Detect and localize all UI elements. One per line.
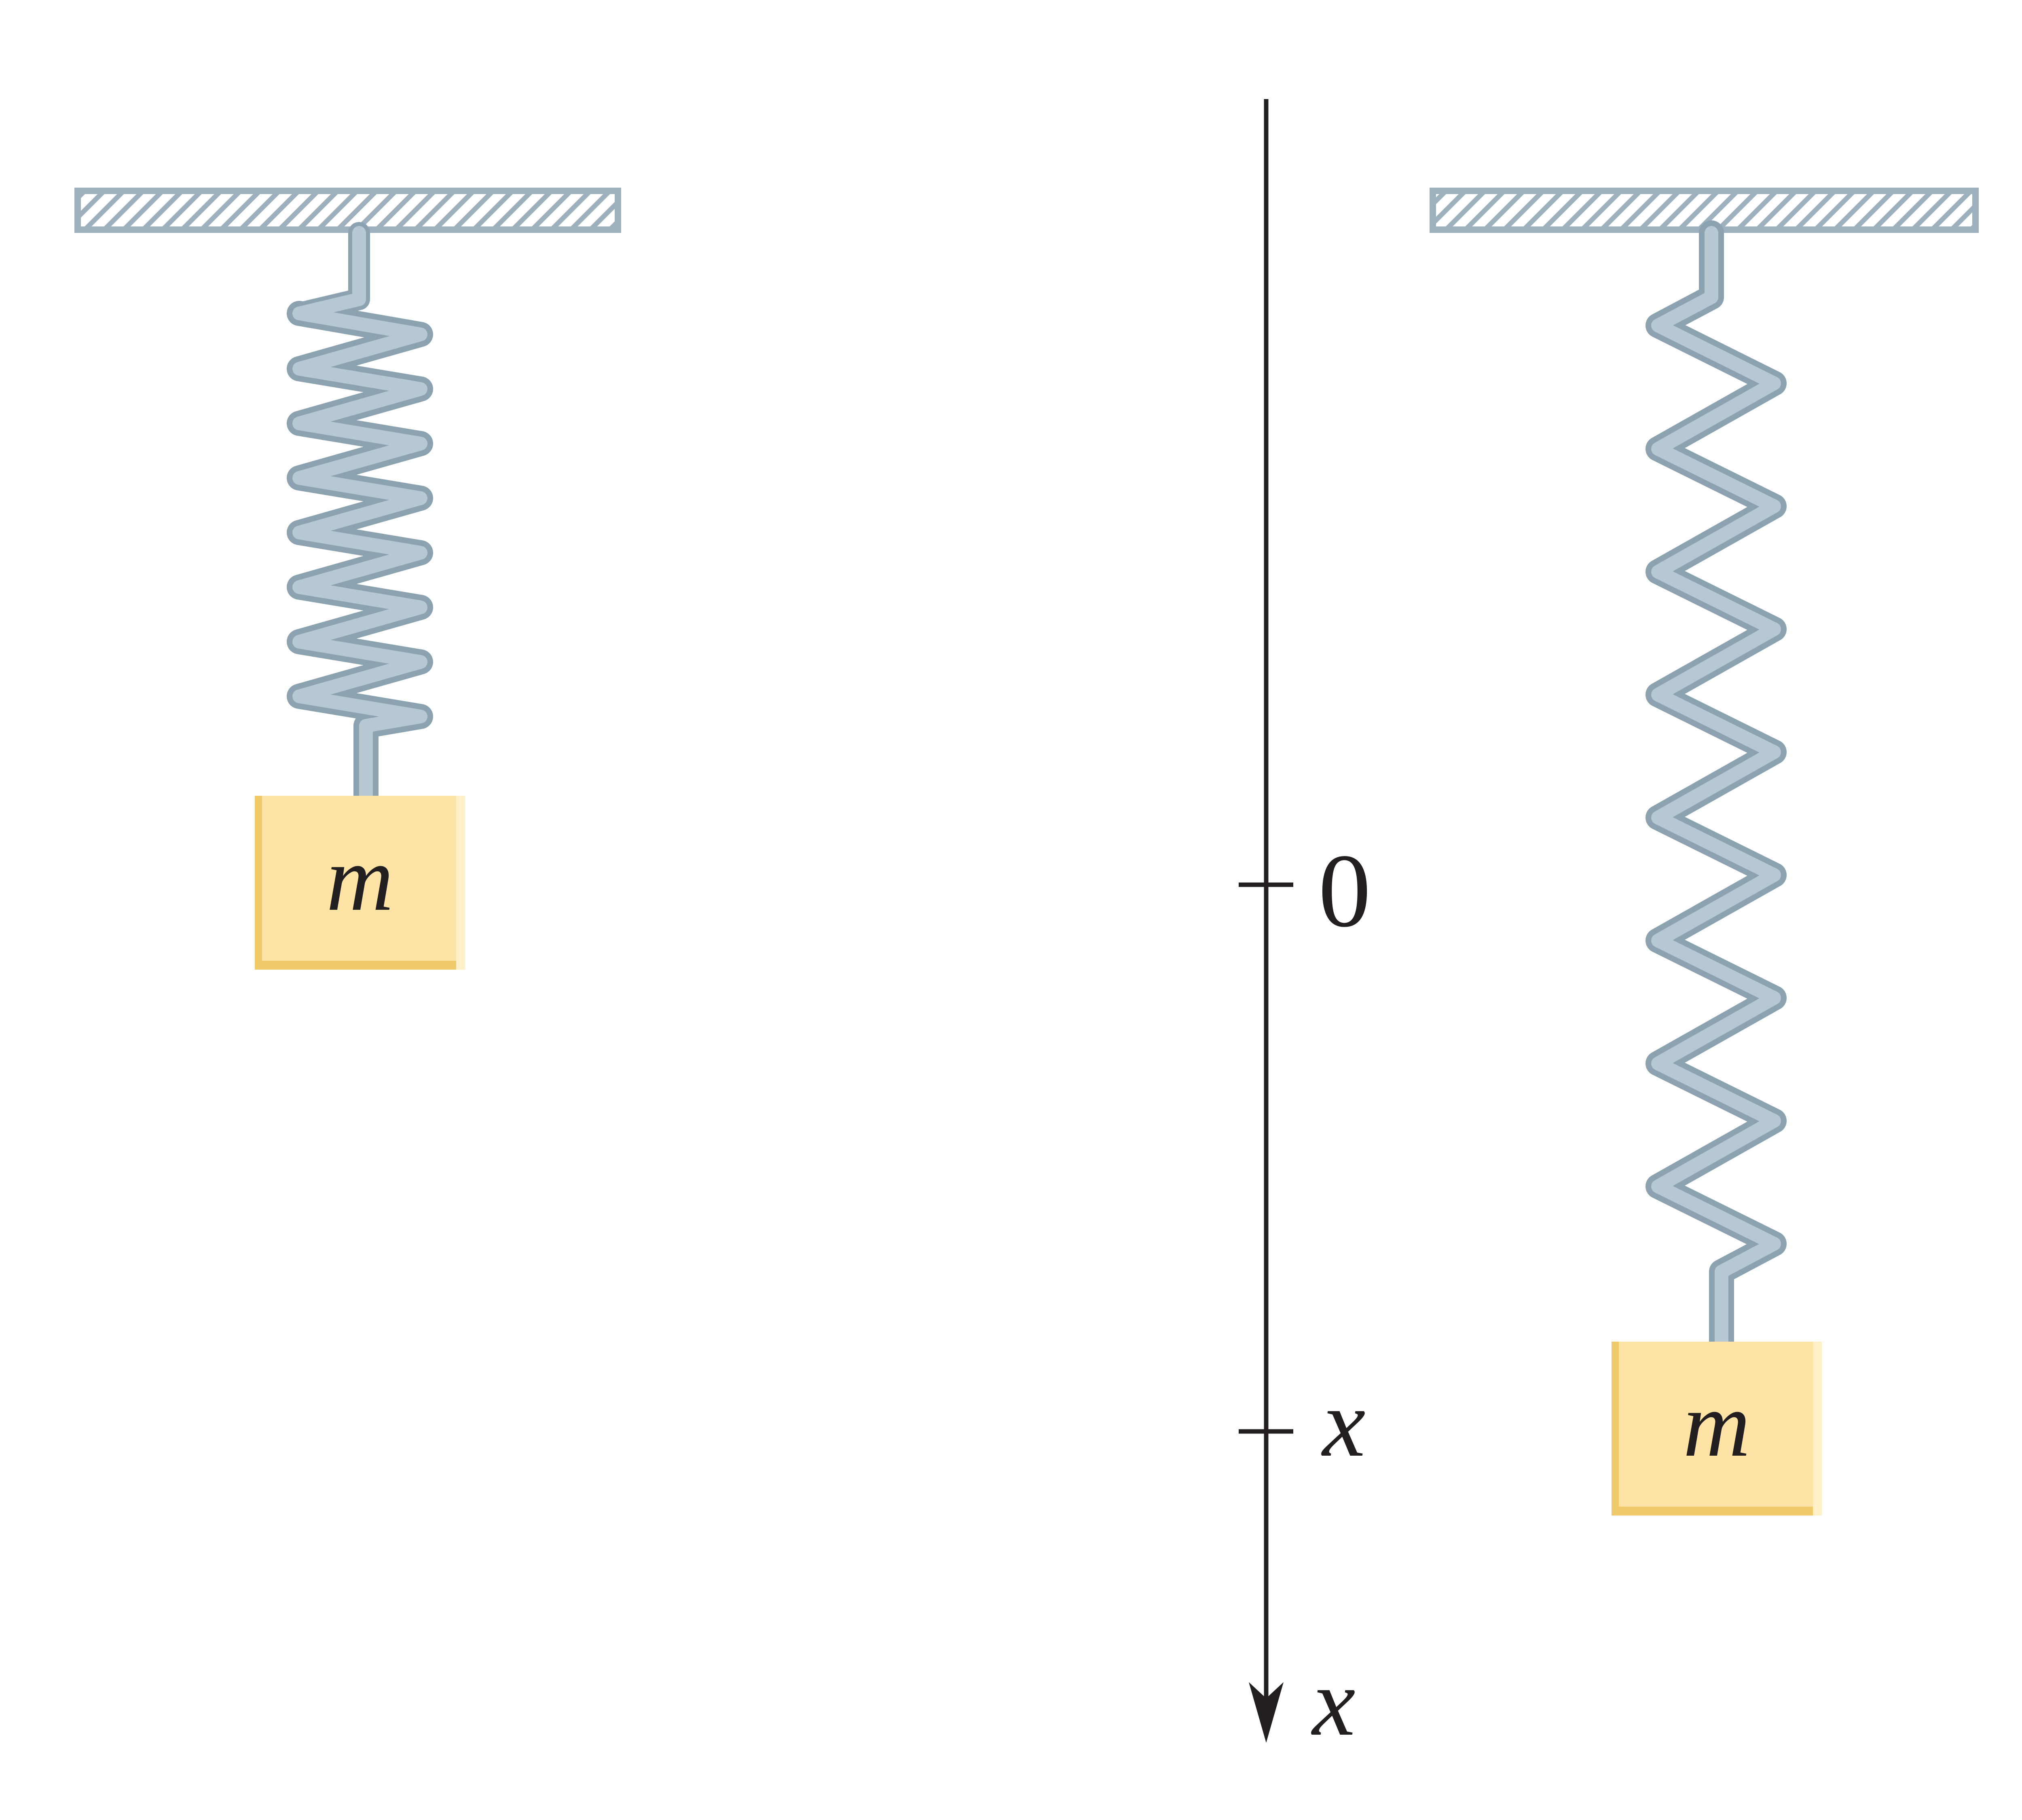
right-mass-label: m — [1683, 1373, 1750, 1476]
left-ceiling-support — [74, 188, 621, 233]
right-spring-system: m — [1430, 188, 1979, 1516]
position-label: x — [1321, 1369, 1366, 1477]
axis-arrowhead — [1249, 1682, 1284, 1743]
origin-label: 0 — [1318, 833, 1371, 949]
left-mass-block: m — [255, 796, 465, 970]
position-axis: 0 x x — [1239, 99, 1371, 1756]
right-spring — [1646, 220, 1787, 1355]
left-spring — [287, 222, 433, 813]
right-mass-block: m — [1612, 1342, 1822, 1516]
axis-label: x — [1311, 1648, 1356, 1756]
left-spring-system: m — [74, 188, 621, 970]
left-mass-label: m — [326, 827, 393, 930]
